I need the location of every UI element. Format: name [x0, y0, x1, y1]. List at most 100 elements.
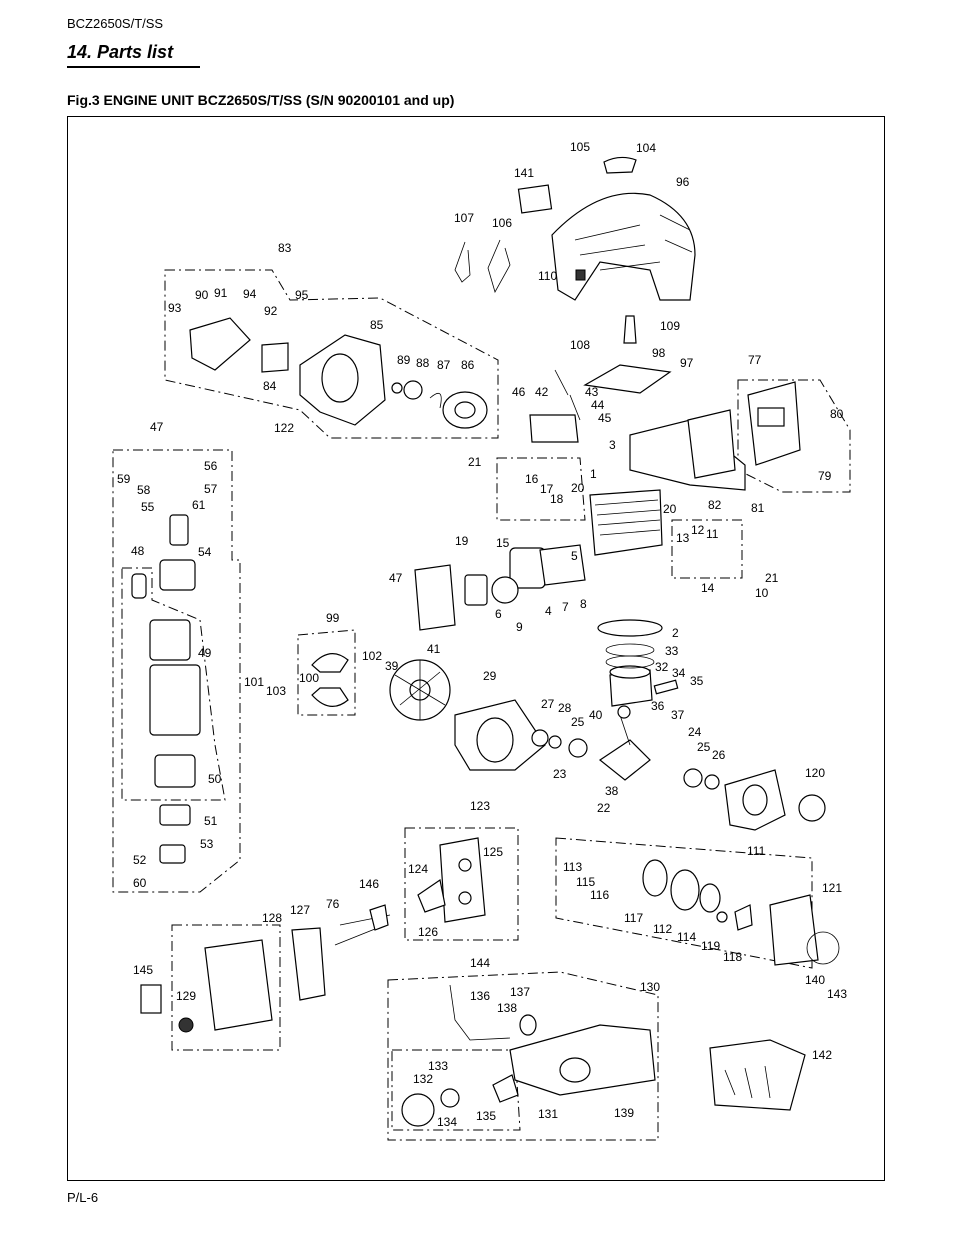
- part-label-89: 89: [397, 353, 411, 367]
- part-label-117: 117: [624, 911, 643, 925]
- part-label-109: 109: [660, 319, 680, 333]
- carburetor-drawing: [414, 564, 456, 631]
- model-number: BCZ2650S/T/SS: [67, 16, 164, 31]
- part-label-47-carb: 47: [389, 571, 403, 585]
- part-label-137: 137: [510, 985, 530, 999]
- seal-27-drawing: [531, 729, 549, 747]
- part-label-32: 32: [655, 660, 669, 674]
- clutch-shoe-drawing: [311, 653, 349, 673]
- engine-shroud-drawing: [551, 192, 696, 301]
- label-sticker-drawing: [517, 184, 553, 214]
- part-label-118: 118: [723, 950, 742, 964]
- part-label-53: 53: [200, 837, 214, 851]
- part-label-80: 80: [830, 407, 844, 421]
- part-label-54: 54: [198, 545, 212, 559]
- part-label-138: 138: [497, 1001, 517, 1015]
- group-outline-48: [121, 567, 226, 801]
- part-label-93: 93: [168, 301, 182, 315]
- part-label-108: 108: [570, 338, 590, 352]
- part-label-3: 3: [609, 438, 616, 452]
- part-label-36: 36: [651, 699, 665, 713]
- part-label-100: 100: [299, 671, 319, 685]
- part-label-55: 55: [141, 500, 155, 514]
- muffler-gasket-drawing: [687, 409, 736, 479]
- part-label-49: 49: [198, 646, 212, 660]
- part-label-46: 46: [512, 385, 526, 399]
- part-label-97: 97: [680, 356, 694, 370]
- part-label-58: 58: [137, 483, 151, 497]
- part-label-94: 94: [243, 287, 257, 301]
- group-outline-128: [171, 924, 281, 1051]
- part-label-13: 13: [676, 531, 690, 545]
- part-label-107: 107: [454, 211, 474, 225]
- part-label-38: 38: [605, 784, 619, 798]
- part-label-25-left: 25: [571, 715, 585, 729]
- cover-120-drawing: [798, 794, 826, 822]
- part-label-142: 142: [812, 1048, 832, 1062]
- part-label-1: 1: [590, 467, 597, 481]
- part-label-96: 96: [676, 175, 690, 189]
- part-label-17: 17: [540, 482, 554, 496]
- part-label-98: 98: [652, 346, 666, 360]
- group-outline-10: [671, 519, 743, 579]
- part-label-123: 123: [470, 799, 490, 813]
- part-label-115: 115: [576, 875, 595, 889]
- part-label-51: 51: [204, 814, 218, 828]
- carb-body-drawing: [159, 559, 196, 591]
- part-label-140: 140: [805, 973, 825, 987]
- fuel-line-drawing: [449, 984, 511, 1041]
- part-label-132: 132: [413, 1072, 433, 1086]
- part-label-119: 119: [701, 939, 720, 953]
- section-title: 14. Parts list: [67, 42, 174, 62]
- air-cleaner-cover-drawing: [204, 939, 273, 1031]
- part-label-18: 18: [550, 492, 564, 506]
- part-label-59: 59: [117, 472, 131, 486]
- guard-142-drawing: [709, 1039, 806, 1111]
- part-label-5: 5: [571, 549, 578, 563]
- spring-clip-106-drawing: [487, 239, 511, 294]
- spark-plug-drawing: [623, 315, 637, 344]
- part-label-22: 22: [597, 801, 611, 815]
- part-label-136: 136: [470, 989, 490, 1003]
- group-outline-47: [112, 449, 241, 893]
- part-label-127: 127: [290, 903, 310, 917]
- part-label-10: 10: [755, 586, 769, 600]
- part-label-114: 114: [677, 930, 696, 944]
- part-label-14: 14: [701, 581, 715, 595]
- part-label-41: 41: [427, 642, 441, 656]
- part-label-143: 143: [827, 987, 847, 1001]
- part-label-28: 28: [558, 701, 572, 715]
- starter-case-drawing: [769, 894, 819, 966]
- group-outline-123: [404, 827, 519, 941]
- part-label-81: 81: [751, 501, 765, 515]
- group-outline-111: [555, 837, 813, 969]
- part-label-57: 57: [204, 482, 218, 496]
- clip-110-drawing: [575, 269, 586, 281]
- air-cleaner-drawing: [439, 837, 486, 923]
- part-label-144: 144: [470, 956, 490, 970]
- part-label-99: 99: [326, 611, 340, 625]
- part-label-106: 106: [492, 216, 512, 230]
- part-label-26: 26: [712, 748, 726, 762]
- part-label-139: 139: [614, 1106, 634, 1120]
- part-label-84: 84: [263, 379, 277, 393]
- part-label-39: 39: [385, 659, 399, 673]
- part-label-110: 110: [538, 269, 557, 283]
- part-label-134: 134: [437, 1115, 457, 1129]
- part-label-20-right: 20: [663, 502, 677, 516]
- figure-title: Fig.3 ENGINE UNIT BCZ2650S/T/SS (S/N 902…: [67, 92, 455, 108]
- part-label-24: 24: [688, 725, 702, 739]
- part-label-83: 83: [278, 241, 292, 255]
- part-label-126: 126: [418, 925, 438, 939]
- part-label-29: 29: [483, 669, 497, 683]
- page-number: P/L-6: [67, 1190, 99, 1205]
- shroud-cap-drawing: [603, 156, 637, 174]
- part-label-101: 101: [244, 675, 264, 689]
- part-label-122: 122: [274, 421, 294, 435]
- part-label-124: 124: [408, 862, 428, 876]
- part-label-6: 6: [495, 607, 502, 621]
- part-label-33: 33: [665, 644, 679, 658]
- part-label-37: 37: [671, 708, 685, 722]
- part-label-19: 19: [455, 534, 469, 548]
